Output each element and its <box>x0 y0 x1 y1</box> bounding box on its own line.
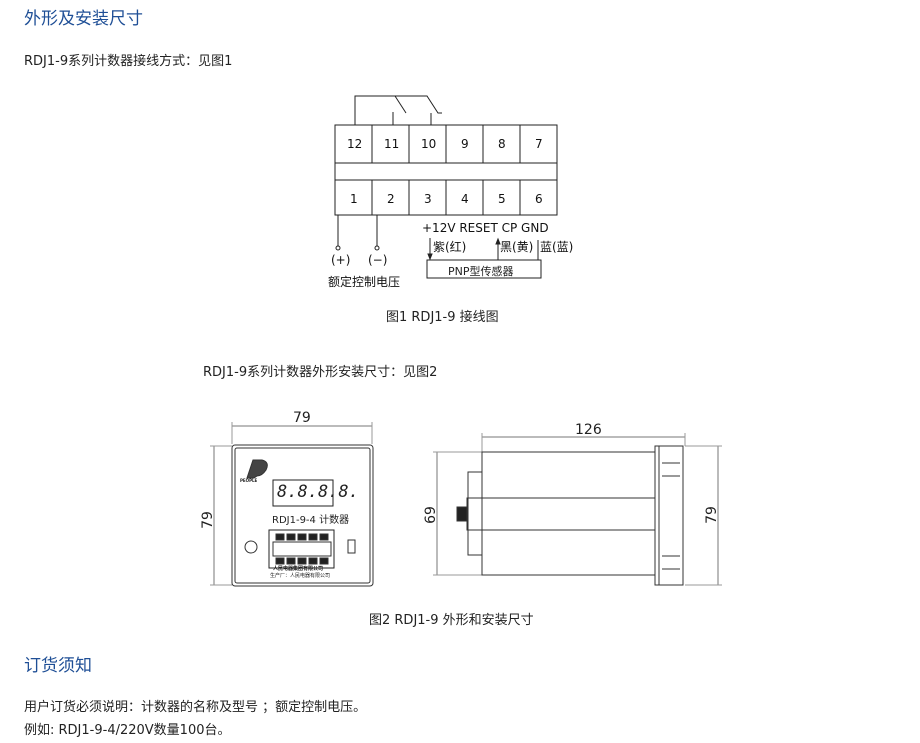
figure2-caption: 图2 RDJ1-9 外形和安装尺寸 <box>369 613 534 628</box>
wire-blue-label: 蓝(蓝) <box>540 240 574 254</box>
terminal-6: 6 <box>535 192 543 206</box>
terminal-1: 1 <box>350 192 358 206</box>
terminal-4: 4 <box>461 192 469 206</box>
terminal-8: 8 <box>498 137 506 151</box>
terminal-5: 5 <box>498 192 506 206</box>
terminal-12: 12 <box>347 137 363 151</box>
terminal-2: 2 <box>387 192 395 206</box>
terminal-3: 3 <box>424 192 432 206</box>
brand-logo-text: PEOPLE <box>240 478 258 483</box>
pnp-sensor-label: PNP型传感器 <box>448 265 514 278</box>
ordering-line-2: 例如: RDJ1-9-4/220V数量100台。 <box>24 723 231 738</box>
minus-label: (−) <box>368 253 388 267</box>
side-height-dimension: 69 <box>422 506 439 524</box>
wiring-intro: RDJ1-9系列计数器接线方式：见图1 <box>24 54 233 69</box>
wire-black-label: 黑(黄) <box>500 240 534 254</box>
ordering-line-1: 用户订货必须说明：计数器的名称及型号 ；额定控制电压。 <box>24 700 367 715</box>
figure1-caption: 图1 RDJ1-9 接线图 <box>386 310 499 325</box>
control-voltage-label: 额定控制电压 <box>328 275 401 289</box>
model-label: RDJ1-9-4 计数器 <box>272 515 350 526</box>
side-total-dimension: 79 <box>703 506 720 524</box>
maker-label-2: 生产厂：人民电器有限公司 <box>270 573 331 579</box>
terminal-10: 10 <box>421 137 437 151</box>
terminal-9: 9 <box>461 137 469 151</box>
maker-label-1: 人民电器集团有限公司 <box>273 566 324 572</box>
counter-display: 8.8.8.8. <box>277 482 359 502</box>
terminal-7: 7 <box>535 137 543 151</box>
section-heading-ordering: 订货须知 <box>24 656 92 676</box>
wire-purple-label: 紫(红) <box>433 240 467 254</box>
dimensions-intro: RDJ1-9系列计数器外形安装尺寸：见图2 <box>203 365 438 380</box>
plus-label: (+) <box>331 253 351 267</box>
front-height-dimension: 79 <box>199 511 216 529</box>
signal-labels: +12V RESET CP GND <box>422 221 549 235</box>
side-length-dimension: 126 <box>575 422 602 438</box>
terminal-11: 11 <box>384 137 400 151</box>
front-width-dimension: 79 <box>293 410 311 426</box>
section-heading-dimensions: 外形及安装尺寸 <box>24 9 143 29</box>
